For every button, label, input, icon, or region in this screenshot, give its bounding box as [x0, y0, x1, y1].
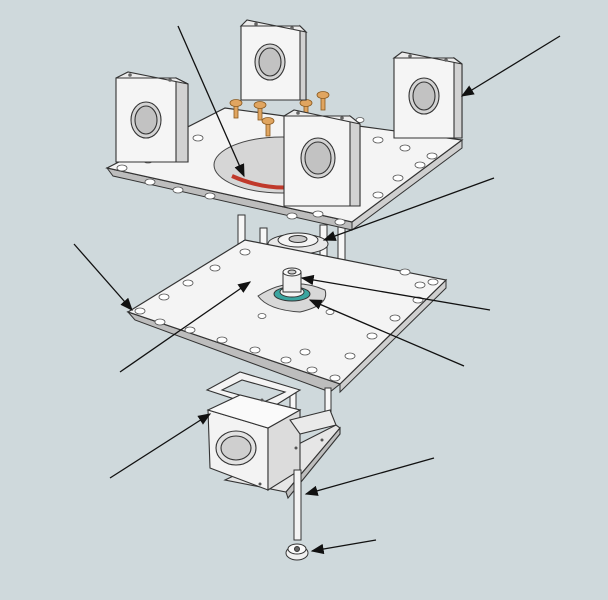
callout-arrow: [304, 457, 435, 496]
bolt: [253, 101, 267, 121]
clamp-block: [239, 19, 308, 101]
end-nut: [285, 543, 309, 561]
clamp-block: [282, 109, 361, 207]
clamp-block: [115, 71, 189, 163]
callout-arrow: [109, 413, 212, 479]
shaft: [293, 469, 302, 541]
callout-arrow: [300, 274, 491, 311]
callout-arrows: [73, 25, 561, 555]
callout-arrow: [73, 243, 133, 311]
callout-arrow: [460, 35, 561, 97]
callout-arrow: [308, 299, 465, 367]
bolt: [261, 117, 275, 137]
bolts: [229, 91, 330, 137]
callout-arrow: [177, 25, 245, 178]
clamp-block: [392, 51, 463, 139]
middle-plate: [126, 239, 448, 394]
motor-mount-cube: [205, 371, 341, 500]
clamp-blocks: [115, 19, 463, 207]
callout-arrow: [310, 539, 377, 555]
bolt: [316, 91, 330, 111]
callout-arrow: [119, 281, 252, 373]
callout-arrow: [322, 177, 495, 241]
bolt: [229, 99, 243, 119]
bearing-lower: [273, 267, 311, 302]
